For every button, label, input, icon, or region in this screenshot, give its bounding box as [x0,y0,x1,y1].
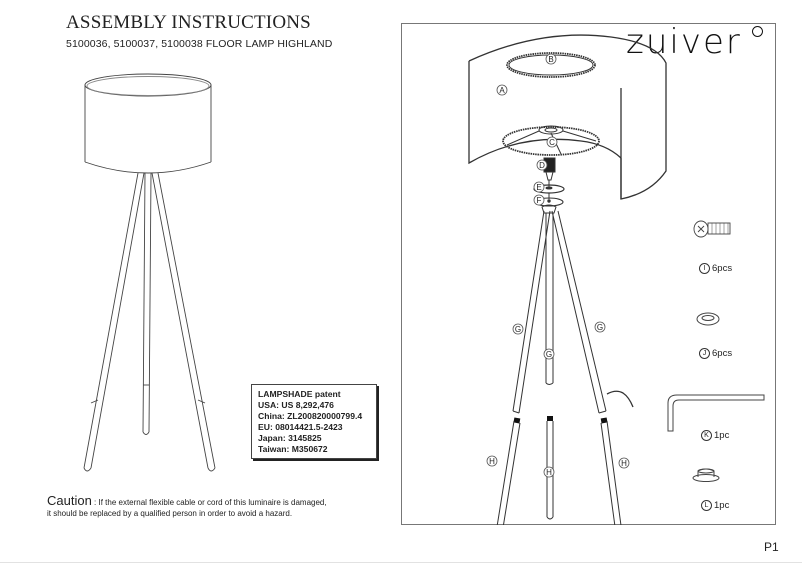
part-label-h-right: H [618,457,630,469]
patent-eu: EU: 08014421.5-2423 [258,422,343,432]
assembled-lamp-illustration [83,73,216,472]
svg-text:G: G [546,350,552,359]
part-label-g-center: G [543,348,555,360]
svg-text:A: A [499,86,505,95]
brand-logo: zuiver [626,22,742,62]
bottom-divider [0,562,802,563]
part-label-b: B [545,53,557,65]
allen-key-icon [667,394,765,432]
svg-text:H: H [489,457,495,466]
patent-japan: Japan: 3145825 [258,433,322,443]
svg-text:F: F [537,196,542,205]
caution-text-line1: If the external flexible cable or cord o… [98,498,327,507]
svg-text:C: C [549,138,555,147]
page-number: P1 [764,540,779,554]
hardware-k-letter: K [701,430,712,441]
hardware-l-letter: L [701,500,712,511]
patent-taiwan: Taiwan: M350672 [258,444,328,454]
part-label-g-left: G [512,323,524,335]
patent-info-box: LAMPSHADE patent USA: US 8,292,476 China… [251,384,377,459]
screw-icon [693,220,731,238]
svg-text:E: E [536,183,541,192]
svg-text:B: B [548,55,553,64]
part-label-a: A [496,84,508,96]
part-label-h-center: H [543,466,555,478]
document-subtitle: 5100036, 5100037, 5100038 FLOOR LAMP HIG… [66,38,333,50]
caution-notice: Caution : If the external flexible cable… [47,493,387,519]
svg-text:D: D [539,161,545,170]
part-label-g-right: G [594,321,606,333]
document-title: ASSEMBLY INSTRUCTIONS [66,12,311,33]
patent-usa: USA: US 8,292,476 [258,400,334,410]
part-label-f: F [533,194,545,206]
hardware-i-letter: I [699,263,710,274]
brand-degree-mark [752,26,763,37]
patent-heading: LAMPSHADE patent [258,389,341,399]
part-label-c: C [546,136,558,148]
exploded-parts-diagram: A B C D E F G G G H H H [468,34,765,525]
hardware-j-count: 6pcs [712,348,733,360]
hardware-l-count: 1pc [714,500,730,512]
caution-label: Caution [47,493,92,508]
svg-text:G: G [515,325,521,334]
exploded-view-frame [401,23,776,525]
hardware-k-count: 1pc [714,430,730,442]
part-label-h-left: H [486,455,498,467]
caution-text-line2: it should be replaced by a qualified per… [47,509,293,518]
svg-text:H: H [546,468,552,477]
hardware-i-count: 6pcs [712,263,733,275]
svg-text:H: H [621,459,627,468]
washer-icon [696,312,720,326]
cap-nut-icon [692,468,720,482]
patent-china: China: ZL200820000799.4 [258,411,363,421]
hardware-j-letter: J [699,348,710,359]
svg-text:G: G [597,323,603,332]
part-label-e: E [533,181,545,193]
caution-separator: : [91,498,99,507]
part-label-d: D [536,159,548,171]
